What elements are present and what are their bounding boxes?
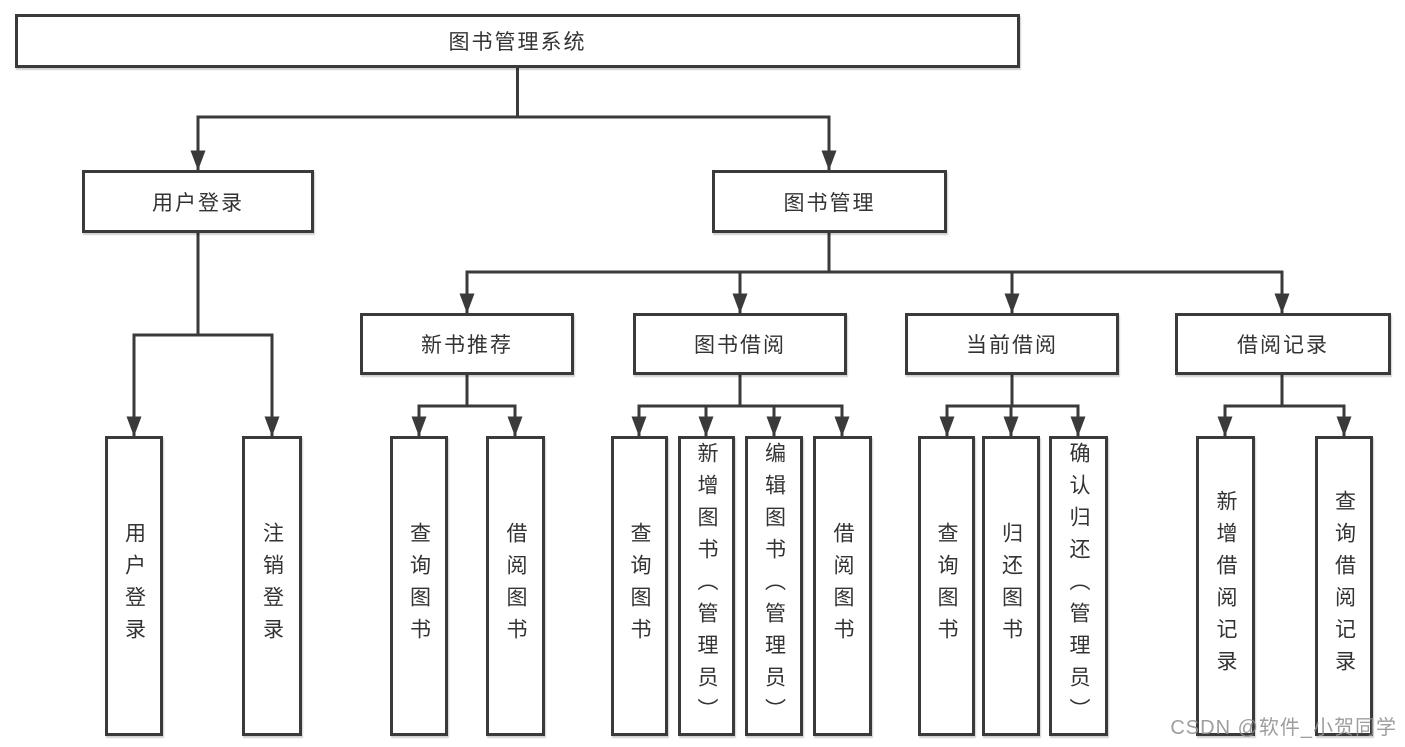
leaf-query-books-2-label: 查询图书 xyxy=(628,522,651,650)
node-book-management: 图书管理 xyxy=(712,170,947,233)
leaf-logout-login-label: 注销登录 xyxy=(260,522,284,650)
leaf-query-books-1: 查询图书 xyxy=(390,436,448,736)
leaf-return-books-label: 归还图书 xyxy=(999,522,1023,650)
leaf-user-login: 用户登录 xyxy=(105,436,163,736)
leaf-query-books-3: 查询图书 xyxy=(918,436,975,736)
leaf-edit-book-admin-label: 编辑图书（管理员） xyxy=(762,442,786,730)
leaf-add-book-admin-label: 新增图书（管理员） xyxy=(695,442,718,730)
csdn-watermark: CSDN @软件_小贺同学 xyxy=(1170,717,1397,739)
node-user-login-label: 用户登录 xyxy=(152,191,244,215)
node-user-login: 用户登录 xyxy=(82,170,314,233)
node-borrow-records: 借阅记录 xyxy=(1175,313,1391,375)
node-borrow-records-label: 借阅记录 xyxy=(1237,334,1329,357)
leaf-edit-book-admin: 编辑图书（管理员） xyxy=(745,436,803,736)
leaf-borrow-books-1: 借阅图书 xyxy=(486,436,545,736)
leaf-query-borrow-record-label: 查询借阅记录 xyxy=(1332,490,1356,682)
node-new-book-recommend: 新书推荐 xyxy=(360,313,574,375)
leaf-confirm-return-admin: 确认归还（管理员） xyxy=(1049,436,1108,736)
node-root: 图书管理系统 xyxy=(15,14,1020,68)
leaf-borrow-books-2: 借阅图书 xyxy=(813,436,872,736)
leaf-add-borrow-record: 新增借阅记录 xyxy=(1196,436,1255,736)
leaf-add-book-admin: 新增图书（管理员） xyxy=(678,436,735,736)
leaf-query-borrow-record: 查询借阅记录 xyxy=(1315,436,1373,736)
node-book-management-label: 图书管理 xyxy=(783,191,876,215)
leaf-borrow-books-1-label: 借阅图书 xyxy=(504,522,527,650)
leaf-add-borrow-record-label: 新增借阅记录 xyxy=(1214,490,1237,682)
node-book-borrowing-label: 图书借阅 xyxy=(694,334,786,357)
node-book-borrowing: 图书借阅 xyxy=(633,313,847,375)
node-new-book-recommend-label: 新书推荐 xyxy=(421,334,513,357)
node-current-borrowing-label: 当前借阅 xyxy=(966,334,1058,357)
node-root-label: 图书管理系统 xyxy=(448,31,587,54)
leaf-logout-login: 注销登录 xyxy=(242,436,302,736)
leaf-borrow-books-2-label: 借阅图书 xyxy=(831,522,854,650)
leaf-return-books: 归还图书 xyxy=(982,436,1040,736)
node-current-borrowing: 当前借阅 xyxy=(905,313,1119,375)
leaf-query-books-1-label: 查询图书 xyxy=(407,522,431,650)
leaf-user-login-label: 用户登录 xyxy=(122,522,146,650)
leaf-query-books-2: 查询图书 xyxy=(611,436,668,736)
leaf-confirm-return-admin-label: 确认归还（管理员） xyxy=(1067,442,1090,730)
leaf-query-books-3-label: 查询图书 xyxy=(935,522,958,650)
